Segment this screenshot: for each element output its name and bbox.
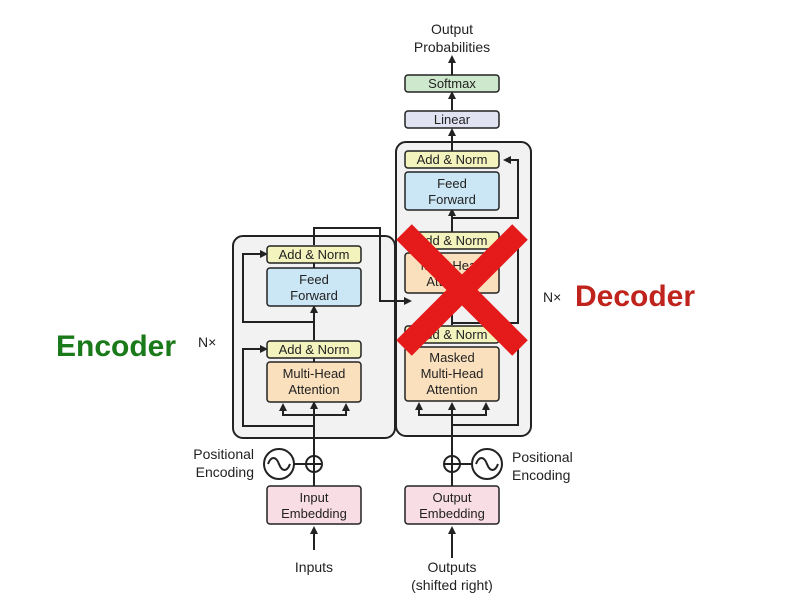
enc-add-norm-low: [266, 340, 362, 359]
enc-add-norm-low-label: Add & Norm: [279, 342, 350, 357]
input-emb-label-2: Embedding: [281, 506, 347, 521]
dec-nx-label: N×: [543, 289, 561, 305]
output-embedding: [404, 485, 500, 525]
enc-ff-label-2: Forward: [290, 288, 338, 303]
inputs-label: Inputs: [295, 559, 333, 575]
input-embedding: [266, 485, 362, 525]
enc-mha-label-2: Attention: [288, 382, 339, 397]
enc-pos-label-1: Positional: [193, 446, 254, 462]
dec-masked-label-3: Attention: [426, 382, 477, 397]
enc-sine-wave-icon: [267, 457, 291, 471]
dec-pos-label-2: Encoding: [512, 467, 570, 483]
linear-box: [404, 110, 500, 129]
softmax-label: Softmax: [428, 76, 476, 91]
enc-mha-label-1: Multi-Head: [283, 366, 346, 381]
enc-multi-head-attention: [266, 361, 362, 403]
dec-masked-label-2: Multi-Head: [421, 366, 484, 381]
input-emb-label-1: Input: [300, 490, 329, 505]
dec-ff-label-1: Feed: [437, 176, 467, 191]
enc-add-norm-top: [266, 245, 362, 264]
output-emb-label-2: Embedding: [419, 506, 485, 521]
enc-nx-label: N×: [198, 334, 216, 350]
red-x-cross-icon: [396, 224, 528, 356]
output-probs-label-1: Output: [431, 21, 473, 37]
dec-sine-wave-icon: [475, 457, 499, 471]
enc-add-norm-top-label: Add & Norm: [279, 247, 350, 262]
dec-feed-forward: [404, 171, 500, 211]
linear-label: Linear: [434, 112, 471, 127]
outputs-label-2: (shifted right): [411, 577, 493, 593]
output-probs-label-2: Probabilities: [414, 39, 490, 55]
enc-feed-forward: [266, 267, 362, 307]
dec-pos-label-1: Positional: [512, 449, 573, 465]
dec-ff-label-2: Forward: [428, 192, 476, 207]
enc-ff-label-1: Feed: [299, 272, 329, 287]
encoder-title: Encoder: [56, 330, 176, 363]
dec-add-norm-top: [404, 150, 500, 169]
enc-pos-label-2: Encoding: [196, 464, 254, 480]
softmax-box: [404, 74, 500, 93]
decoder-title: Decoder: [575, 280, 695, 313]
outputs-label-1: Outputs: [427, 559, 476, 575]
dec-add-norm-mid-label: Add & Norm: [417, 233, 488, 248]
dec-masked-label-1: Masked: [429, 350, 475, 365]
dec-add-norm-top-label: Add & Norm: [417, 152, 488, 167]
dec-masked-attention: [404, 346, 500, 402]
output-emb-label-1: Output: [432, 490, 471, 505]
